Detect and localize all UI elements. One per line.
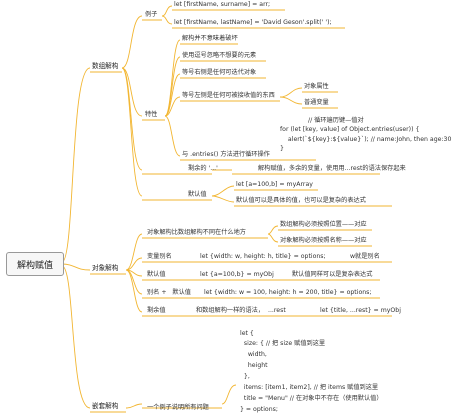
feature-left-assignable: 等号左侧是任何可被接收值的东西 bbox=[182, 92, 275, 99]
object-alias-code: let {width: w, height: h, title} = optio… bbox=[200, 253, 326, 260]
nested-destructuring-node[interactable]: 嵌套解构 bbox=[92, 402, 119, 410]
feature-comma-skip: 使用逗号忽略不想要的元素 bbox=[182, 52, 257, 59]
object-diff-object-name: 对象解构必须按照名称——对应 bbox=[280, 237, 367, 244]
object-default-note: 默认值同样可以是复杂表达式 bbox=[292, 271, 373, 278]
object-alias-node[interactable]: 变量别名 bbox=[147, 253, 172, 260]
nested-code-line-2: size: { // 把 size 赋值到这里 bbox=[240, 340, 326, 347]
nested-code-line-1: let { bbox=[240, 330, 254, 337]
root-node[interactable]: 解构赋值 bbox=[6, 252, 64, 276]
entries-code-line-2: for (let [key, value] of Object.entries(… bbox=[280, 126, 420, 133]
feature-right-iterable: 等号右侧是任何可迭代对象 bbox=[182, 69, 257, 76]
object-rest-code: let {title, ...rest} = myObj bbox=[320, 307, 401, 314]
nested-code-line-6: items: [item1, item2], // 把 items 赋值到这里 bbox=[240, 384, 379, 391]
object-alias-default-code: let {width: w = 100, height: h = 200, ti… bbox=[204, 289, 372, 296]
array-features-node[interactable]: 特性 bbox=[145, 111, 158, 118]
nested-code-line-3: width, bbox=[240, 351, 267, 358]
array-example-node[interactable]: 例子 bbox=[145, 11, 158, 18]
array-default-node[interactable]: 默认值 bbox=[188, 191, 207, 198]
array-default-desc: 默认值可以是具体的值，也可以是复杂的表达式 bbox=[236, 197, 366, 204]
nested-example-node[interactable]: 一个例子说明所有问题 bbox=[147, 404, 209, 411]
entries-code-line-1: // 循环遍历键—值对 bbox=[308, 117, 364, 124]
nested-code-line-4: height bbox=[240, 362, 268, 369]
object-diff-array-pos: 数组解构必须按照位置——对应 bbox=[280, 221, 367, 228]
object-default-code: let {a=100,b} = myObj bbox=[200, 271, 274, 278]
entries-code-line-4: } bbox=[280, 145, 284, 152]
object-rest-node[interactable]: 剩余值 bbox=[147, 307, 166, 314]
feature-entries-loop: 与 .entries() 方法进行循环操作 bbox=[182, 151, 270, 158]
array-rest-node[interactable]: 剩余的 '...' bbox=[188, 165, 218, 172]
left-sub-plain-var: 普通变量 bbox=[304, 99, 329, 106]
nested-code-line-7: title = "Menu" // 在对象中不存在（使用默认值） bbox=[240, 395, 383, 402]
array-rest-desc: 解构赋值，多余的变量，使用用...rest的语法保存起来 bbox=[258, 165, 406, 172]
array-destructuring-node[interactable]: 数组解构 bbox=[92, 62, 119, 70]
left-sub-object-prop: 对象属性 bbox=[304, 83, 329, 90]
nested-code-line-5: }, bbox=[240, 373, 250, 380]
object-rest-desc: 和数组解构一样的语法， ...rest bbox=[196, 307, 286, 314]
entries-code-line-3: alert(`${key}:${value}`); // name:John, … bbox=[284, 136, 452, 143]
object-alias-default-node[interactable]: 别名 + 默认值 bbox=[147, 289, 191, 296]
feature-no-destroy: 解构并不意味着破坏 bbox=[182, 35, 238, 42]
nested-code-line-8: } = options; bbox=[240, 406, 278, 413]
array-example-line-1: let [firstName, surname] = arr; bbox=[174, 1, 271, 8]
object-default-node[interactable]: 默认值 bbox=[147, 271, 166, 278]
array-example-line-2: let [firstName, lastName] = 'David Geson… bbox=[174, 19, 332, 26]
object-alias-note: w就是别名 bbox=[350, 253, 380, 260]
object-diff-node[interactable]: 对象解构比数组解构不同在什么地方 bbox=[147, 229, 246, 236]
object-destructuring-node[interactable]: 对象解构 bbox=[92, 264, 119, 272]
array-default-code: let [a=100,b] = myArray bbox=[236, 181, 313, 188]
